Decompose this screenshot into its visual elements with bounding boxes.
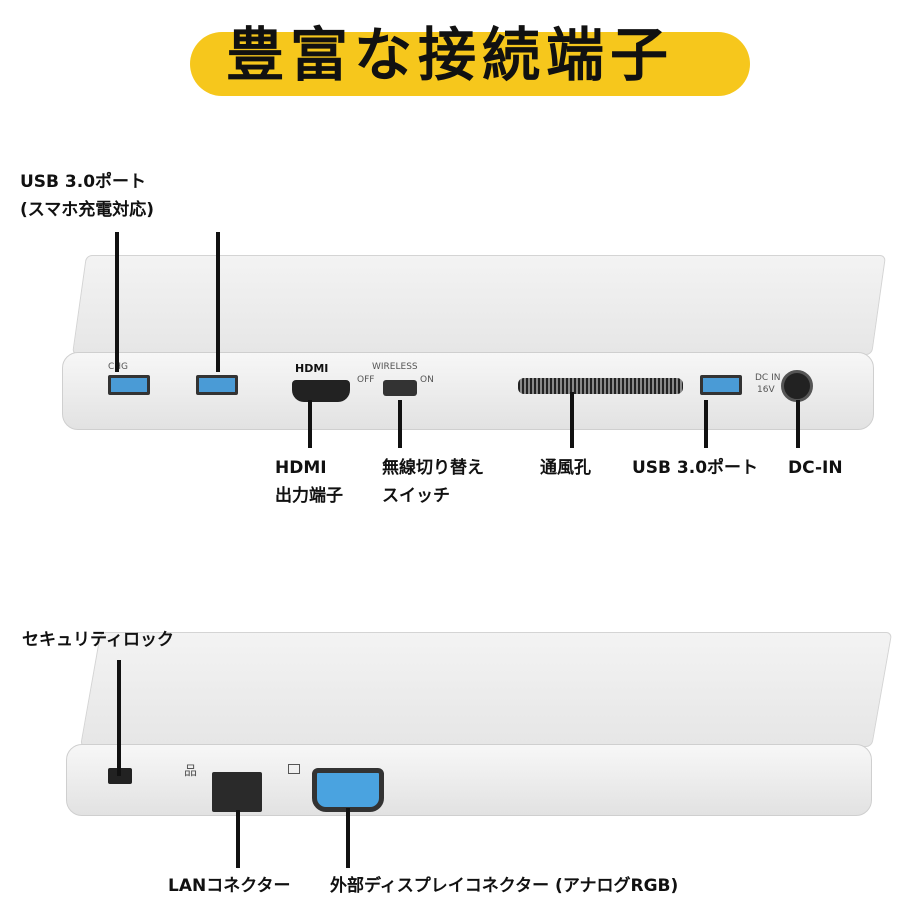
wireless-marking: WIRELESS bbox=[372, 362, 418, 372]
pointer-line bbox=[117, 660, 121, 776]
hdmi-logo: HDMI bbox=[295, 362, 329, 375]
hdmi-port bbox=[292, 380, 350, 402]
label-security-lock: セキュリティロック bbox=[22, 630, 174, 650]
on-marking: ON bbox=[420, 375, 434, 385]
laptop-lid bbox=[72, 255, 887, 355]
pointer-line bbox=[796, 400, 800, 448]
usb-port-2 bbox=[700, 375, 742, 395]
dcin-jack bbox=[781, 370, 813, 402]
pointer-line bbox=[704, 400, 708, 448]
wireless-switch[interactable] bbox=[383, 380, 417, 396]
laptop-body bbox=[62, 352, 874, 430]
pointer-line bbox=[346, 808, 350, 868]
security-lock-slot bbox=[108, 768, 132, 784]
lan-port bbox=[212, 772, 262, 812]
pointer-line bbox=[570, 392, 574, 448]
usb-charge-port bbox=[108, 375, 150, 395]
pointer-line bbox=[308, 400, 312, 448]
network-icon: 品 bbox=[184, 764, 198, 779]
pointer-line bbox=[115, 232, 119, 372]
usb-port-1 bbox=[196, 375, 238, 395]
laptop-lid bbox=[80, 632, 893, 747]
label-dcin: DC-IN bbox=[788, 458, 843, 478]
monitor-icon bbox=[288, 764, 300, 774]
vga-port bbox=[312, 768, 384, 812]
pointer-line bbox=[216, 232, 220, 372]
label-usb-charge: USB 3.0ポート(スマホ充電対応) bbox=[20, 172, 155, 220]
voltage-marking: 16V bbox=[757, 385, 775, 395]
pointer-line bbox=[236, 810, 240, 868]
off-marking: OFF bbox=[357, 375, 375, 385]
label-lan: LANコネクター bbox=[168, 876, 291, 896]
label-vent: 通風孔 bbox=[540, 458, 591, 478]
laptop-body bbox=[66, 744, 872, 816]
label-wireless-switch: 無線切り替えスイッチ bbox=[382, 458, 484, 506]
page-title: 豊富な接続端子 bbox=[225, 21, 674, 89]
label-vga: 外部ディスプレイコネクター (アナログRGB) bbox=[330, 876, 679, 896]
title-highlight-band bbox=[190, 32, 750, 96]
dcin-marking: DC IN bbox=[755, 373, 781, 383]
vent bbox=[518, 378, 683, 394]
pointer-line bbox=[398, 400, 402, 448]
label-usb: USB 3.0ポート bbox=[632, 458, 759, 478]
